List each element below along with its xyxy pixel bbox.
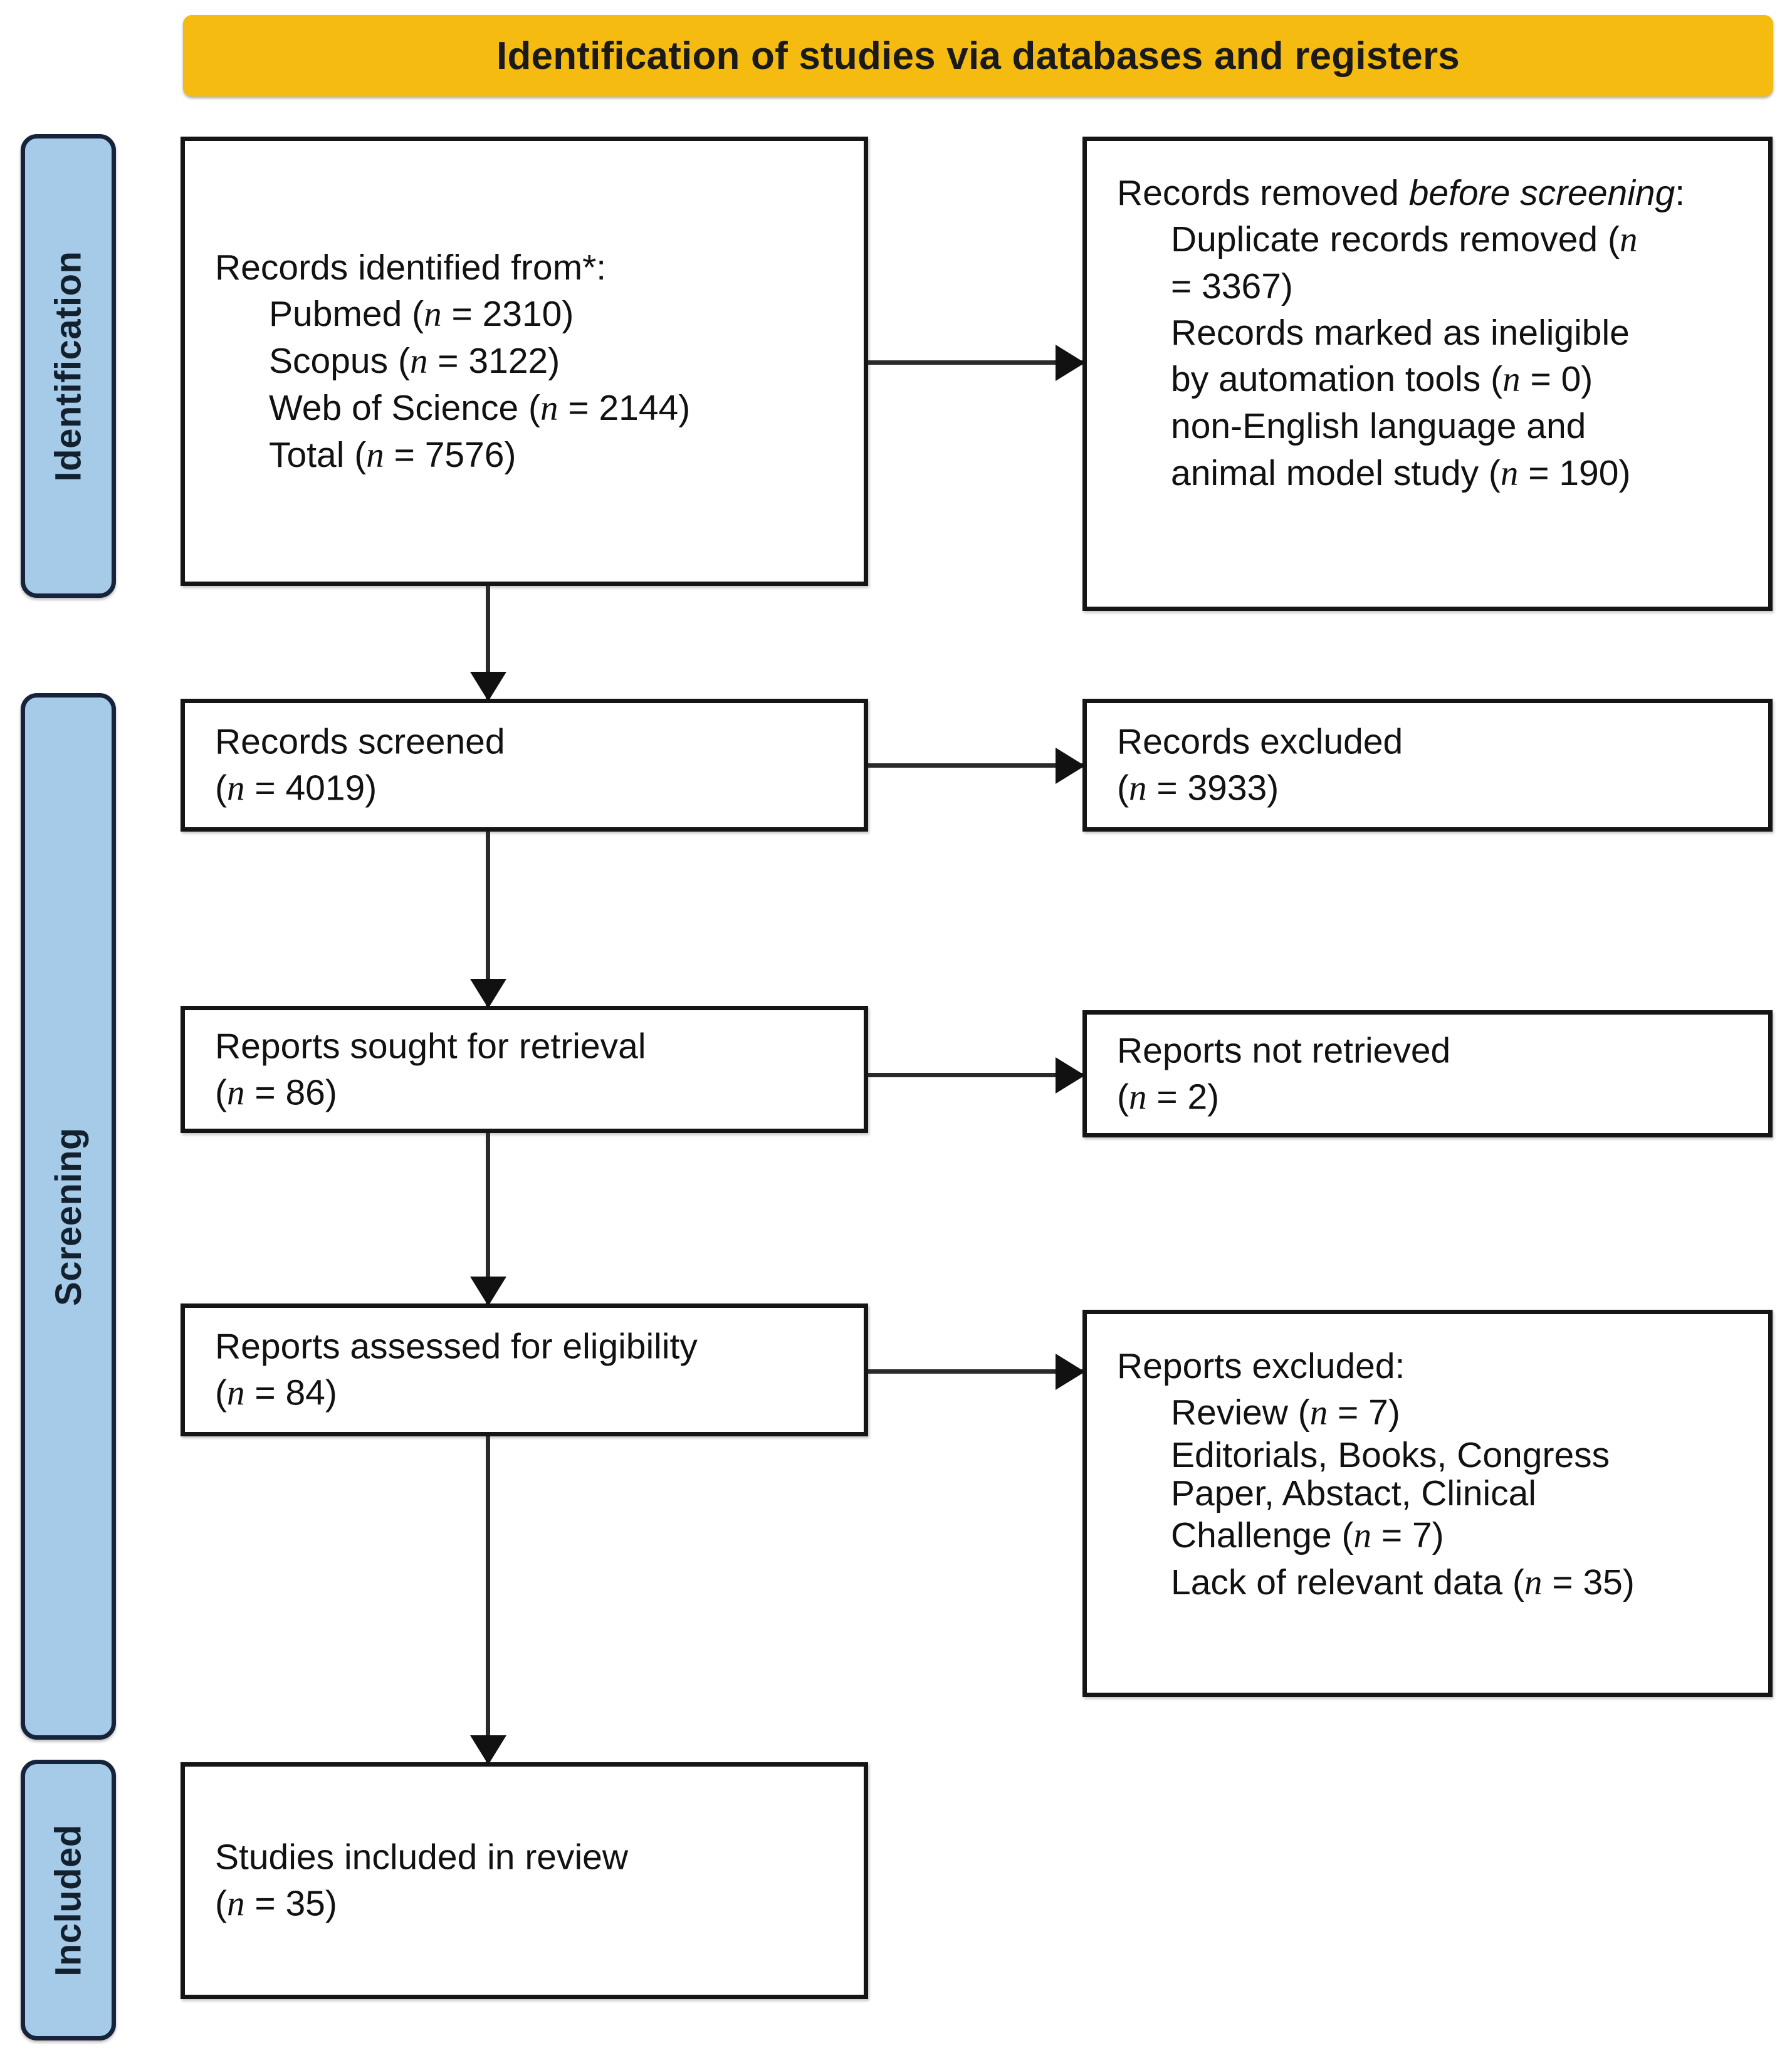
records-excluded-count: (n = 3933)	[1117, 768, 1279, 808]
records-removed-duplicates-line2: = 3367)	[1171, 266, 1293, 307]
box-reports-assessed-for-eligibility: Reports assessed for eligibility (n = 84…	[181, 1303, 868, 1436]
studies-included-count: (n = 35)	[215, 1883, 337, 1924]
arrow-right-assessed-to-reports-excluded	[868, 1369, 1082, 1374]
stage-bar-included: Included	[21, 1760, 116, 2040]
stage-bar-screening: Screening	[21, 693, 116, 1740]
box-records-excluded: Records excluded (n = 3933)	[1082, 699, 1773, 832]
reports-excluded-editorials-line1: Editorials, Books, Congress	[1171, 1435, 1610, 1476]
diagram-header-banner: Identification of studies via databases …	[183, 15, 1773, 97]
records-identified-source-scopus: Scopus (n = 3122)	[269, 340, 560, 381]
box-reports-sought-for-retrieval: Reports sought for retrieval (n = 86)	[181, 1006, 868, 1133]
box-studies-included-in-review: Studies included in review (n = 35)	[181, 1762, 868, 1999]
reports-excluded-editorials-line2: Paper, Abstact, Clinical	[1171, 1473, 1536, 1513]
records-identified-source-pubmed: Pubmed (n = 2310)	[269, 293, 574, 334]
box-records-screened: Records screened (n = 4019)	[181, 699, 868, 832]
reports-assessed-count: (n = 84)	[215, 1372, 337, 1413]
reports-excluded-lack-of-data: Lack of relevant data (n = 35)	[1171, 1562, 1635, 1603]
records-removed-nonenglish-line1: non-English language and	[1171, 406, 1586, 447]
reports-not-retrieved-count: (n = 2)	[1117, 1077, 1220, 1117]
records-identified-heading: Records identified from*:	[215, 247, 607, 288]
arrow-down-assessed-to-included	[486, 1436, 490, 1762]
records-removed-heading-colon: :	[1675, 173, 1685, 213]
records-removed-heading-emphasis: before screening	[1408, 173, 1675, 213]
reports-not-retrieved-label: Reports not retrieved	[1117, 1030, 1451, 1070]
reports-excluded-heading: Reports excluded:	[1117, 1346, 1405, 1386]
stage-label-included: Included	[48, 1824, 89, 1977]
stage-label-screening: Screening	[48, 1127, 89, 1306]
reports-sought-count: (n = 86)	[215, 1072, 337, 1112]
records-removed-automation-line1: Records marked as ineligible	[1171, 313, 1630, 353]
arrow-down-screened-to-sought	[486, 832, 490, 1006]
stage-label-identification: Identification	[48, 251, 89, 481]
records-identified-total: Total (n = 7576)	[269, 434, 516, 475]
records-excluded-label: Records excluded	[1117, 721, 1403, 762]
reports-assessed-label: Reports assessed for eligibility	[215, 1326, 698, 1367]
box-reports-not-retrieved: Reports not retrieved (n = 2)	[1082, 1010, 1773, 1137]
arrow-down-sought-to-assessed	[486, 1133, 490, 1303]
records-removed-automation-line2: by automation tools (n = 0)	[1171, 359, 1593, 400]
diagram-title: Identification of studies via databases …	[496, 34, 1460, 78]
records-identified-source-wos: Web of Science (n = 2144)	[269, 387, 691, 428]
records-removed-heading: Records removed before screening:	[1117, 170, 1752, 216]
stage-bar-identification: Identification	[21, 134, 116, 598]
records-removed-nonenglish-line2: animal model study (n = 190)	[1171, 452, 1631, 493]
arrow-right-identified-to-removed	[868, 360, 1082, 365]
box-records-removed-before-screening: Records removed before screening: Duplic…	[1082, 137, 1773, 611]
studies-included-label: Studies included in review	[215, 1837, 629, 1878]
arrow-right-sought-to-not-retrieved	[868, 1073, 1082, 1077]
reports-excluded-review: Review (n = 7)	[1171, 1392, 1400, 1433]
reports-excluded-challenge: Challenge (n = 7)	[1171, 1515, 1444, 1555]
records-removed-heading-text: Records removed	[1117, 173, 1409, 213]
arrow-down-identified-to-screened	[486, 586, 490, 699]
records-removed-duplicates-line1: Duplicate records removed (n	[1171, 219, 1638, 260]
reports-sought-label: Reports sought for retrieval	[215, 1025, 646, 1066]
arrow-right-screened-to-excluded	[868, 763, 1082, 768]
records-screened-count: (n = 4019)	[215, 768, 377, 808]
box-reports-excluded: Reports excluded: Review (n = 7) Editori…	[1082, 1310, 1773, 1697]
box-records-identified: Records identified from*: Pubmed (n = 23…	[181, 137, 868, 586]
records-screened-label: Records screened	[215, 721, 505, 762]
